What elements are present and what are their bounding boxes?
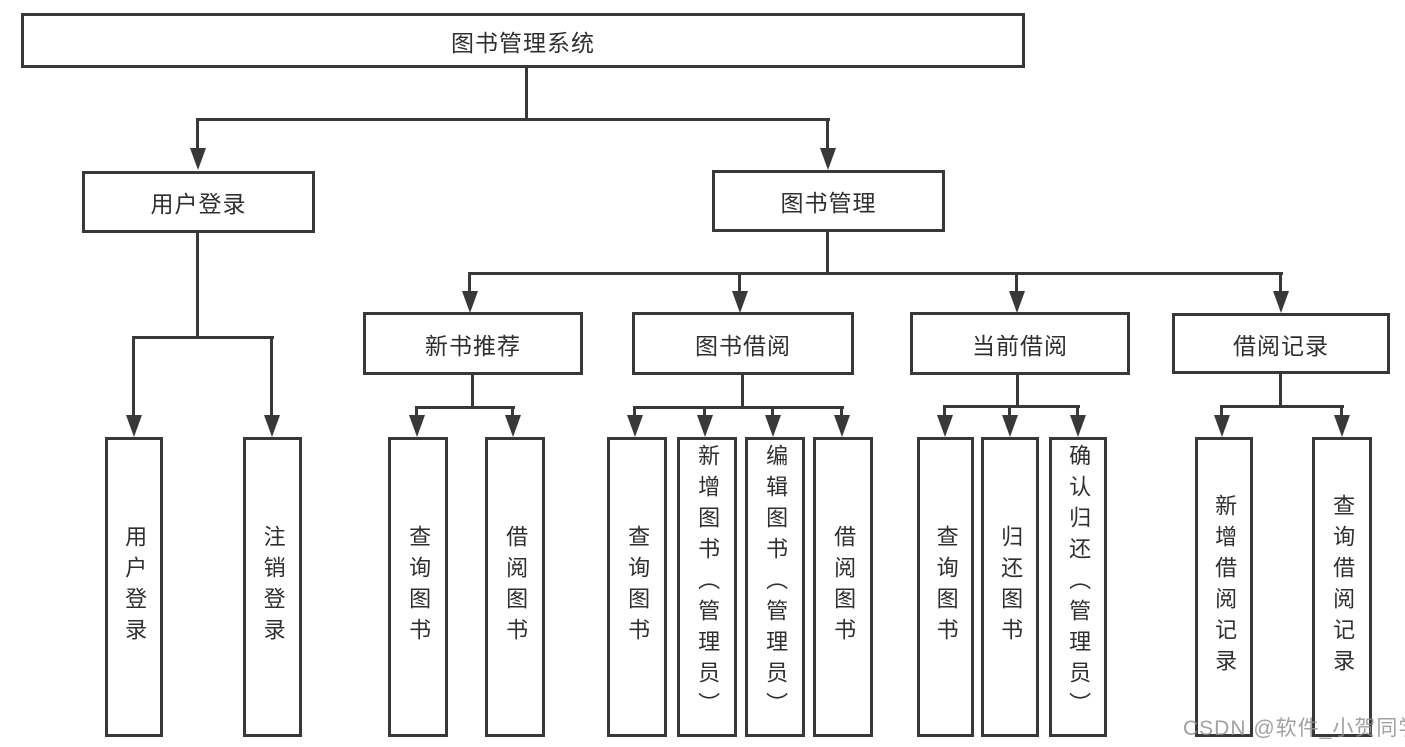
arrow-down-icon: [462, 291, 478, 313]
connector-to-book-borrowing: [738, 272, 741, 293]
connector-leaf-line: [633, 406, 636, 418]
node-book-management: 图书管理: [712, 170, 945, 232]
leaf-query-borrow-record-label: 查询借阅记录: [1330, 494, 1356, 680]
connector-leaf-line: [1220, 405, 1223, 418]
leaf-return-books-label: 归还图书: [998, 525, 1024, 649]
node-book-borrowing: 图书借阅: [632, 312, 854, 375]
connector-user-login-stub: [196, 233, 199, 339]
connector-new-book-split: [415, 406, 515, 409]
node-new-book-recommendation: 新书推荐: [363, 312, 583, 375]
leaf-edit-books-admin-label: 编辑图书（管理员）: [763, 444, 789, 723]
connector-to-borrowing-records: [1279, 272, 1282, 293]
connector-level2-split: [468, 272, 1283, 275]
connector-leaf-line: [415, 406, 418, 418]
arrow-down-icon: [264, 415, 280, 437]
arrow-down-icon: [1273, 291, 1289, 313]
connector-root-stub: [525, 68, 528, 121]
leaf-confirm-return-admin-label: 确认归还（管理员）: [1066, 444, 1092, 723]
leaf-borrow-books-borrowing: 借阅图书: [813, 437, 873, 737]
arrow-down-icon: [697, 415, 713, 437]
leaf-logout-label: 注销登录: [260, 525, 286, 649]
leaf-return-books: 归还图书: [981, 437, 1039, 737]
node-current-borrowing: 当前借阅: [910, 312, 1130, 375]
connector-leaf-line: [771, 406, 774, 418]
connector-borrowing-records-split: [1220, 405, 1344, 408]
leaf-query-books-recommend-label: 查询图书: [406, 525, 432, 649]
leaf-borrow-books-recommend-label: 借阅图书: [503, 525, 529, 649]
arrow-down-icon: [1070, 415, 1086, 437]
leaf-borrow-books-borrowing-label: 借阅图书: [831, 525, 857, 649]
connector-to-book-management: [826, 118, 829, 150]
leaf-add-borrow-record: 新增借阅记录: [1195, 437, 1253, 737]
connector-book-borrowing-stub: [741, 375, 744, 409]
node-book-borrowing-label: 图书借阅: [695, 332, 791, 359]
node-new-book-recommendation-label: 新书推荐: [425, 332, 521, 359]
leaf-query-books-current: 查询图书: [917, 437, 974, 737]
leaf-add-borrow-record-label: 新增借阅记录: [1212, 494, 1238, 680]
arrow-down-icon: [505, 415, 521, 437]
connector-leaf-line: [840, 406, 843, 418]
node-book-management-system-label: 图书管理系统: [451, 29, 595, 56]
arrow-down-icon: [1214, 415, 1230, 437]
leaf-confirm-return-admin: 确认归还（管理员）: [1049, 437, 1107, 737]
leaf-user-login-label: 用户登录: [122, 525, 148, 649]
connector-to-current-borrowing: [1015, 272, 1018, 293]
arrow-down-icon: [1002, 415, 1018, 437]
node-borrowing-records-label: 借阅记录: [1233, 332, 1329, 359]
arrow-down-icon: [820, 148, 836, 170]
arrow-down-icon: [1009, 291, 1025, 313]
leaf-query-books-recommend: 查询图书: [388, 437, 448, 737]
arrow-down-icon: [126, 415, 142, 437]
leaf-query-books-borrowing: 查询图书: [607, 437, 667, 737]
connector-current-borrowing-split: [943, 405, 1080, 408]
connector-to-new-book: [468, 272, 471, 293]
connector-borrowing-records-stub: [1279, 374, 1282, 408]
arrow-down-icon: [1334, 415, 1350, 437]
node-current-borrowing-label: 当前借阅: [972, 332, 1068, 359]
leaf-logout: 注销登录: [243, 437, 302, 737]
connector-leaf-line: [703, 406, 706, 418]
connector-to-user-login: [196, 118, 199, 150]
leaf-query-borrow-record: 查询借阅记录: [1312, 437, 1372, 737]
arrow-down-icon: [765, 415, 781, 437]
connector-leaf-line: [511, 406, 514, 418]
connector-book-management-stub: [826, 232, 829, 275]
leaf-query-books-borrowing-label: 查询图书: [625, 525, 651, 649]
leaf-add-books-admin: 新增图书（管理员）: [677, 437, 737, 737]
arrow-down-icon: [409, 415, 425, 437]
arrow-down-icon: [627, 415, 643, 437]
leaf-borrow-books-recommend: 借阅图书: [485, 437, 545, 737]
connector-new-book-stub: [471, 375, 474, 409]
arrow-down-icon: [190, 148, 206, 170]
connector-leaf-line: [1340, 405, 1343, 418]
arrow-down-icon: [937, 415, 953, 437]
connector-leaf-line: [1076, 405, 1079, 418]
leaf-user-login: 用户登录: [105, 437, 163, 737]
node-book-management-system: 图书管理系统: [21, 13, 1025, 68]
arrow-down-icon: [834, 415, 850, 437]
arrow-down-icon: [732, 291, 748, 313]
connector-book-borrowing-split: [633, 406, 844, 409]
connector-to-leaf-logout: [270, 336, 273, 417]
connector-leaf-line: [1008, 405, 1011, 418]
connector-user-login-split: [132, 336, 274, 339]
connector-current-borrowing-stub: [1016, 375, 1019, 408]
leaf-query-books-current-label: 查询图书: [933, 525, 959, 649]
node-user-login: 用户登录: [82, 171, 315, 233]
node-borrowing-records: 借阅记录: [1172, 313, 1390, 374]
csdn-watermark: CSDN @软件_小贺同学: [1183, 717, 1405, 740]
connector-level1-split: [197, 118, 830, 121]
connector-leaf-line: [943, 405, 946, 418]
node-user-login-label: 用户登录: [150, 191, 247, 217]
leaf-edit-books-admin: 编辑图书（管理员）: [745, 437, 805, 737]
leaf-add-books-admin-label: 新增图书（管理员）: [695, 444, 721, 723]
node-book-management-label: 图书管理: [780, 190, 877, 216]
connector-to-leaf-user-login: [132, 336, 135, 417]
